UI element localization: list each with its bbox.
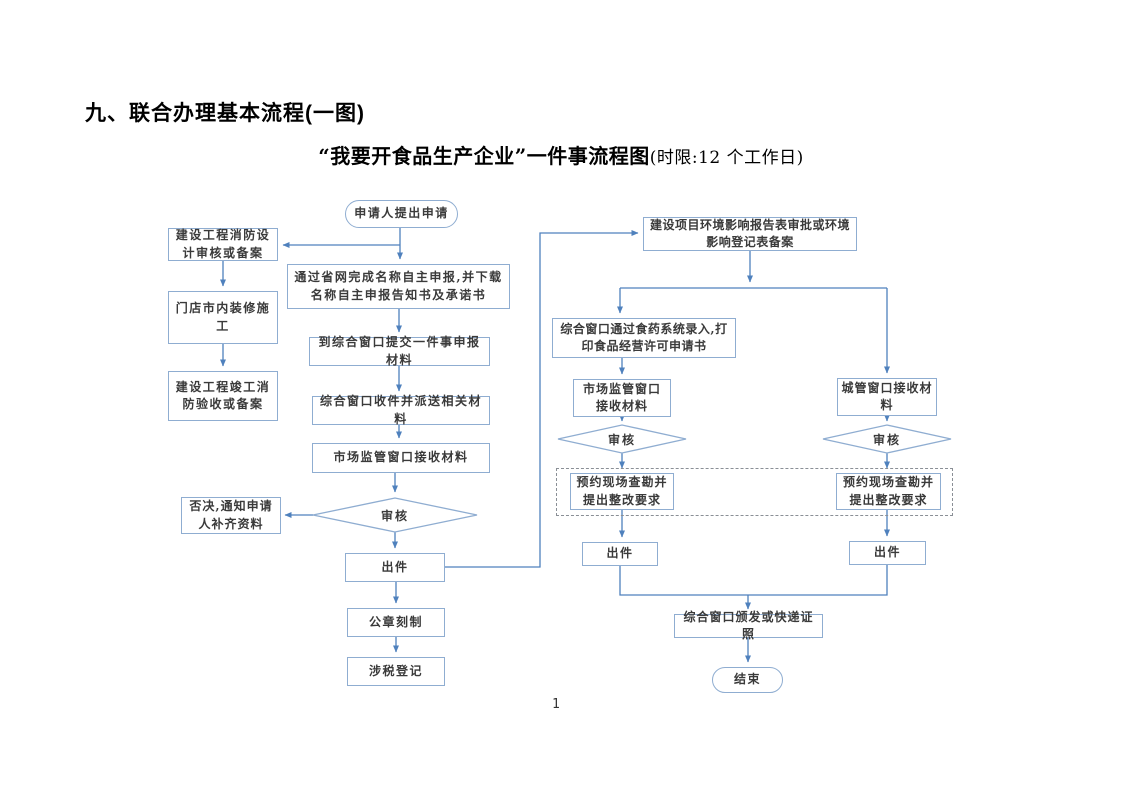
chart-title-main: “我要开食品生产企业”一件事流程图 [318,144,650,168]
node-market-window-receive-right: 市场监管窗口接收材料 [573,379,671,417]
node-reject-notice: 否决,通知申请人补齐资料 [181,497,281,534]
node-review-right-label: 审核 [872,432,901,447]
node-site-survey-right: 预约现场查勘并提出整改要求 [836,473,941,510]
node-issue-right: 出件 [849,541,926,565]
node-tax-registration: 涉税登记 [347,657,445,686]
node-market-window-receive: 市场监管窗口接收材料 [312,443,490,473]
page-number: 1 [552,697,560,712]
node-seal-engraving: 公章刻制 [347,608,445,637]
node-site-survey-left: 预约现场查勘并提出整改要求 [570,473,674,510]
node-fire-acceptance: 建设工程竣工消防验收或备案 [168,371,278,421]
review-diamond-left [557,424,687,454]
node-window-dispatch: 综合窗口收件并派送相关材料 [312,394,490,426]
node-review-left-label: 审核 [607,432,636,447]
node-online-name-declare: 通过省网完成名称自主申报,并下载名称自主申报告知书及承诺书 [287,264,510,309]
node-submit-materials: 到综合窗口提交一件事申报材料 [309,335,490,367]
chart-title-note: (时限:12 个工作日) [649,148,804,168]
node-issue-center: 出件 [345,553,445,582]
review-diamond-center [312,497,478,533]
node-env-impact: 建设项目环境影响报告表审批或环境影响登记表备案 [643,217,857,251]
node-review-center-label: 审核 [380,508,409,523]
review-diamond-right [822,424,952,454]
node-end: 结束 [712,667,783,693]
node-issue-left: 出件 [582,542,658,566]
node-urban-window-receive: 城管窗口接收材料 [837,378,937,416]
node-start: 申请人提出申请 [345,200,458,228]
node-issue-license: 综合窗口颁发或快递证照 [674,610,823,641]
section-title: 九、联合办理基本流程(一图) [85,102,365,125]
chart-title: “我要开食品生产企业”一件事流程图(时限:12 个工作日) [0,140,1122,169]
site-survey-dashed-group [556,468,953,516]
node-shop-decoration: 门店市内装修施工 [168,291,278,344]
node-food-system-entry: 综合窗口通过食药系统录入,打印食品经营许可申请书 [552,318,736,358]
node-fire-design: 建设工程消防设计审核或备案 [168,228,278,261]
